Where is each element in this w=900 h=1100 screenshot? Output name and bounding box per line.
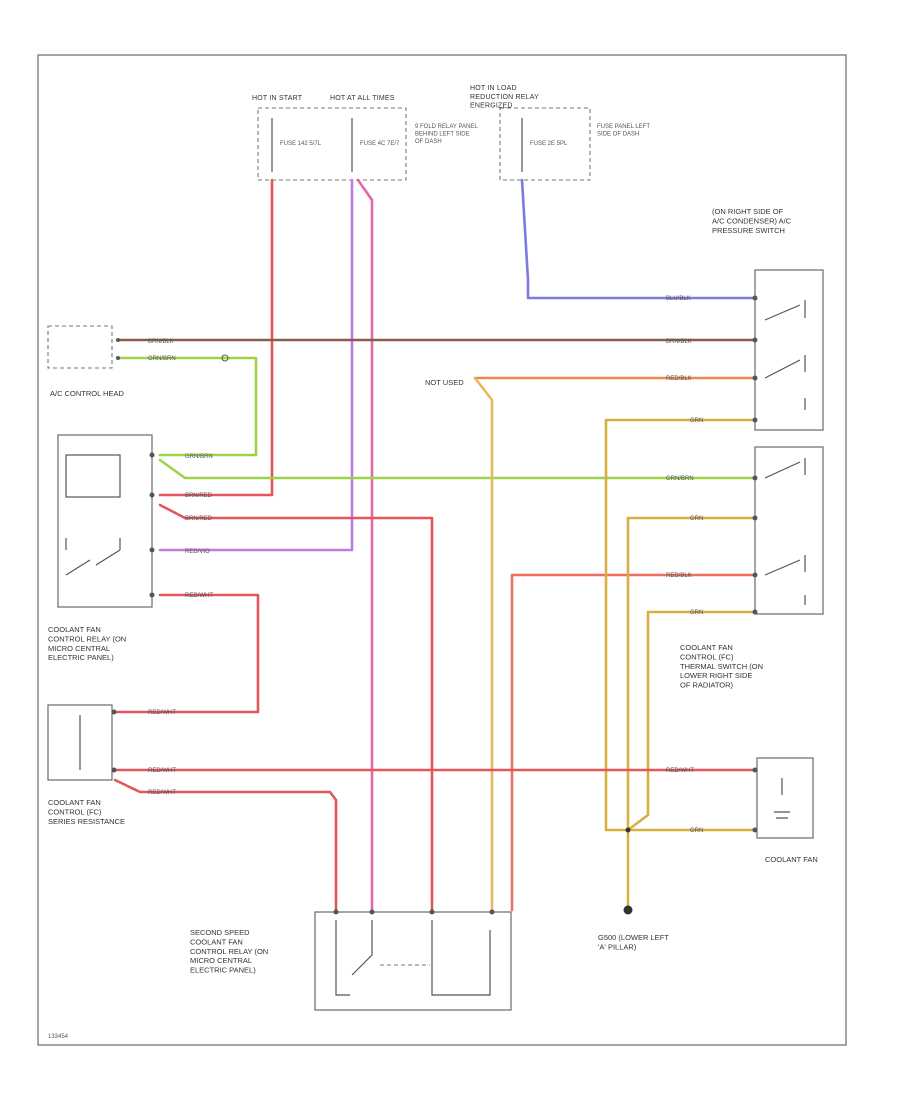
wire-yellow-not-used bbox=[473, 376, 494, 912]
label-grn-brn-a: GRN/BRN bbox=[148, 356, 176, 362]
wire-green-thermal bbox=[158, 458, 757, 480]
fuse-a: FUSE 142 5/7L bbox=[271, 118, 322, 172]
label-grn-c: GRN bbox=[690, 610, 703, 616]
label-grn-brn-b: GRN/BRN bbox=[185, 454, 213, 460]
label-grn-brn-c: GRN/BRN bbox=[666, 476, 694, 482]
label-red-blk-b: RED/BLK bbox=[666, 573, 692, 579]
label-grn-a: GRN bbox=[690, 418, 703, 424]
wire-green-control bbox=[118, 356, 258, 457]
wire-yellow-ground-c bbox=[626, 610, 757, 832]
wire-red-thermal bbox=[510, 573, 757, 912]
wire-red-resistance bbox=[113, 593, 260, 714]
hot-at-all-times-label: HOT AT ALL TIMES bbox=[330, 95, 395, 102]
wire-yellow-ground-a bbox=[604, 418, 757, 832]
label-red-wht-d: RED/WHT bbox=[666, 768, 694, 774]
label-grn-d: GRN bbox=[690, 828, 703, 834]
label-red-blk-a: RED/BLK bbox=[666, 376, 692, 382]
label-red-wht-c: RED/WHT bbox=[148, 768, 176, 774]
label-red-wht-a: RED/WHT bbox=[185, 593, 213, 599]
power-source-group: HOT IN START HOT AT ALL TIMES HOT IN LOA… bbox=[252, 85, 650, 181]
label-brn-blk-a: BRN/BLK bbox=[148, 339, 174, 345]
label-red-vio: RED/VIO bbox=[185, 549, 210, 555]
wire-violet-fuse-b bbox=[158, 178, 354, 552]
fuse-b: FUSE 4C 7E/7 bbox=[351, 118, 400, 172]
label-grn-b: GRN bbox=[690, 516, 703, 522]
fuse-c-label: FUSE 2E 5PL bbox=[530, 141, 568, 147]
wire-red-relay-b bbox=[158, 503, 434, 912]
wire-blue-fuse-c bbox=[520, 178, 757, 300]
wire-red-second-speed bbox=[113, 778, 338, 912]
fuse-panel-outline bbox=[499, 107, 591, 181]
hot-in-start-label: HOT IN START bbox=[252, 95, 303, 102]
footer-code: 133454 bbox=[48, 1034, 69, 1040]
not-used-label: NOT USED bbox=[425, 378, 464, 387]
label-brn-red-a: BRN/RED bbox=[185, 493, 213, 499]
ground-point: G500 (LOWER LEFT'A' PILLAR) bbox=[598, 827, 669, 951]
label-brn-blk-b: BRN/BLK bbox=[666, 339, 692, 345]
ac-control-head-label: A/C CONTROL HEAD bbox=[50, 389, 124, 398]
ground-label: G500 (LOWER LEFT'A' PILLAR) bbox=[598, 933, 669, 951]
coolant-fan-label: COOLANT FAN bbox=[765, 855, 818, 864]
wire-pink-fuse-b bbox=[356, 178, 374, 912]
label-red-wht-b: RED/WHT bbox=[148, 710, 176, 716]
label-brn-red-b: BRN/RED bbox=[185, 516, 213, 522]
diagram-frame bbox=[37, 54, 847, 1046]
relay-panel-outline bbox=[257, 107, 407, 181]
wire-labels: BLU/BLK BRN/BLK BRN/BLK GRN/BRN RED/BLK … bbox=[148, 296, 703, 834]
label-blu-blk: BLU/BLK bbox=[666, 296, 691, 302]
wire-red-relay bbox=[158, 478, 274, 497]
ac-control-head: A/C CONTROL HEAD bbox=[47, 325, 229, 398]
fuse-b-label: FUSE 4C 7E/7 bbox=[360, 141, 400, 147]
wire-yellow-ground-b bbox=[626, 516, 757, 832]
fuse-c: FUSE 2E 5PL bbox=[521, 118, 568, 172]
coolant-fan: COOLANT FAN bbox=[752, 757, 818, 864]
fuse-a-label: FUSE 142 5/7L bbox=[280, 141, 322, 147]
wires bbox=[113, 178, 757, 912]
label-red-wht-e: RED/WHT bbox=[148, 790, 176, 796]
